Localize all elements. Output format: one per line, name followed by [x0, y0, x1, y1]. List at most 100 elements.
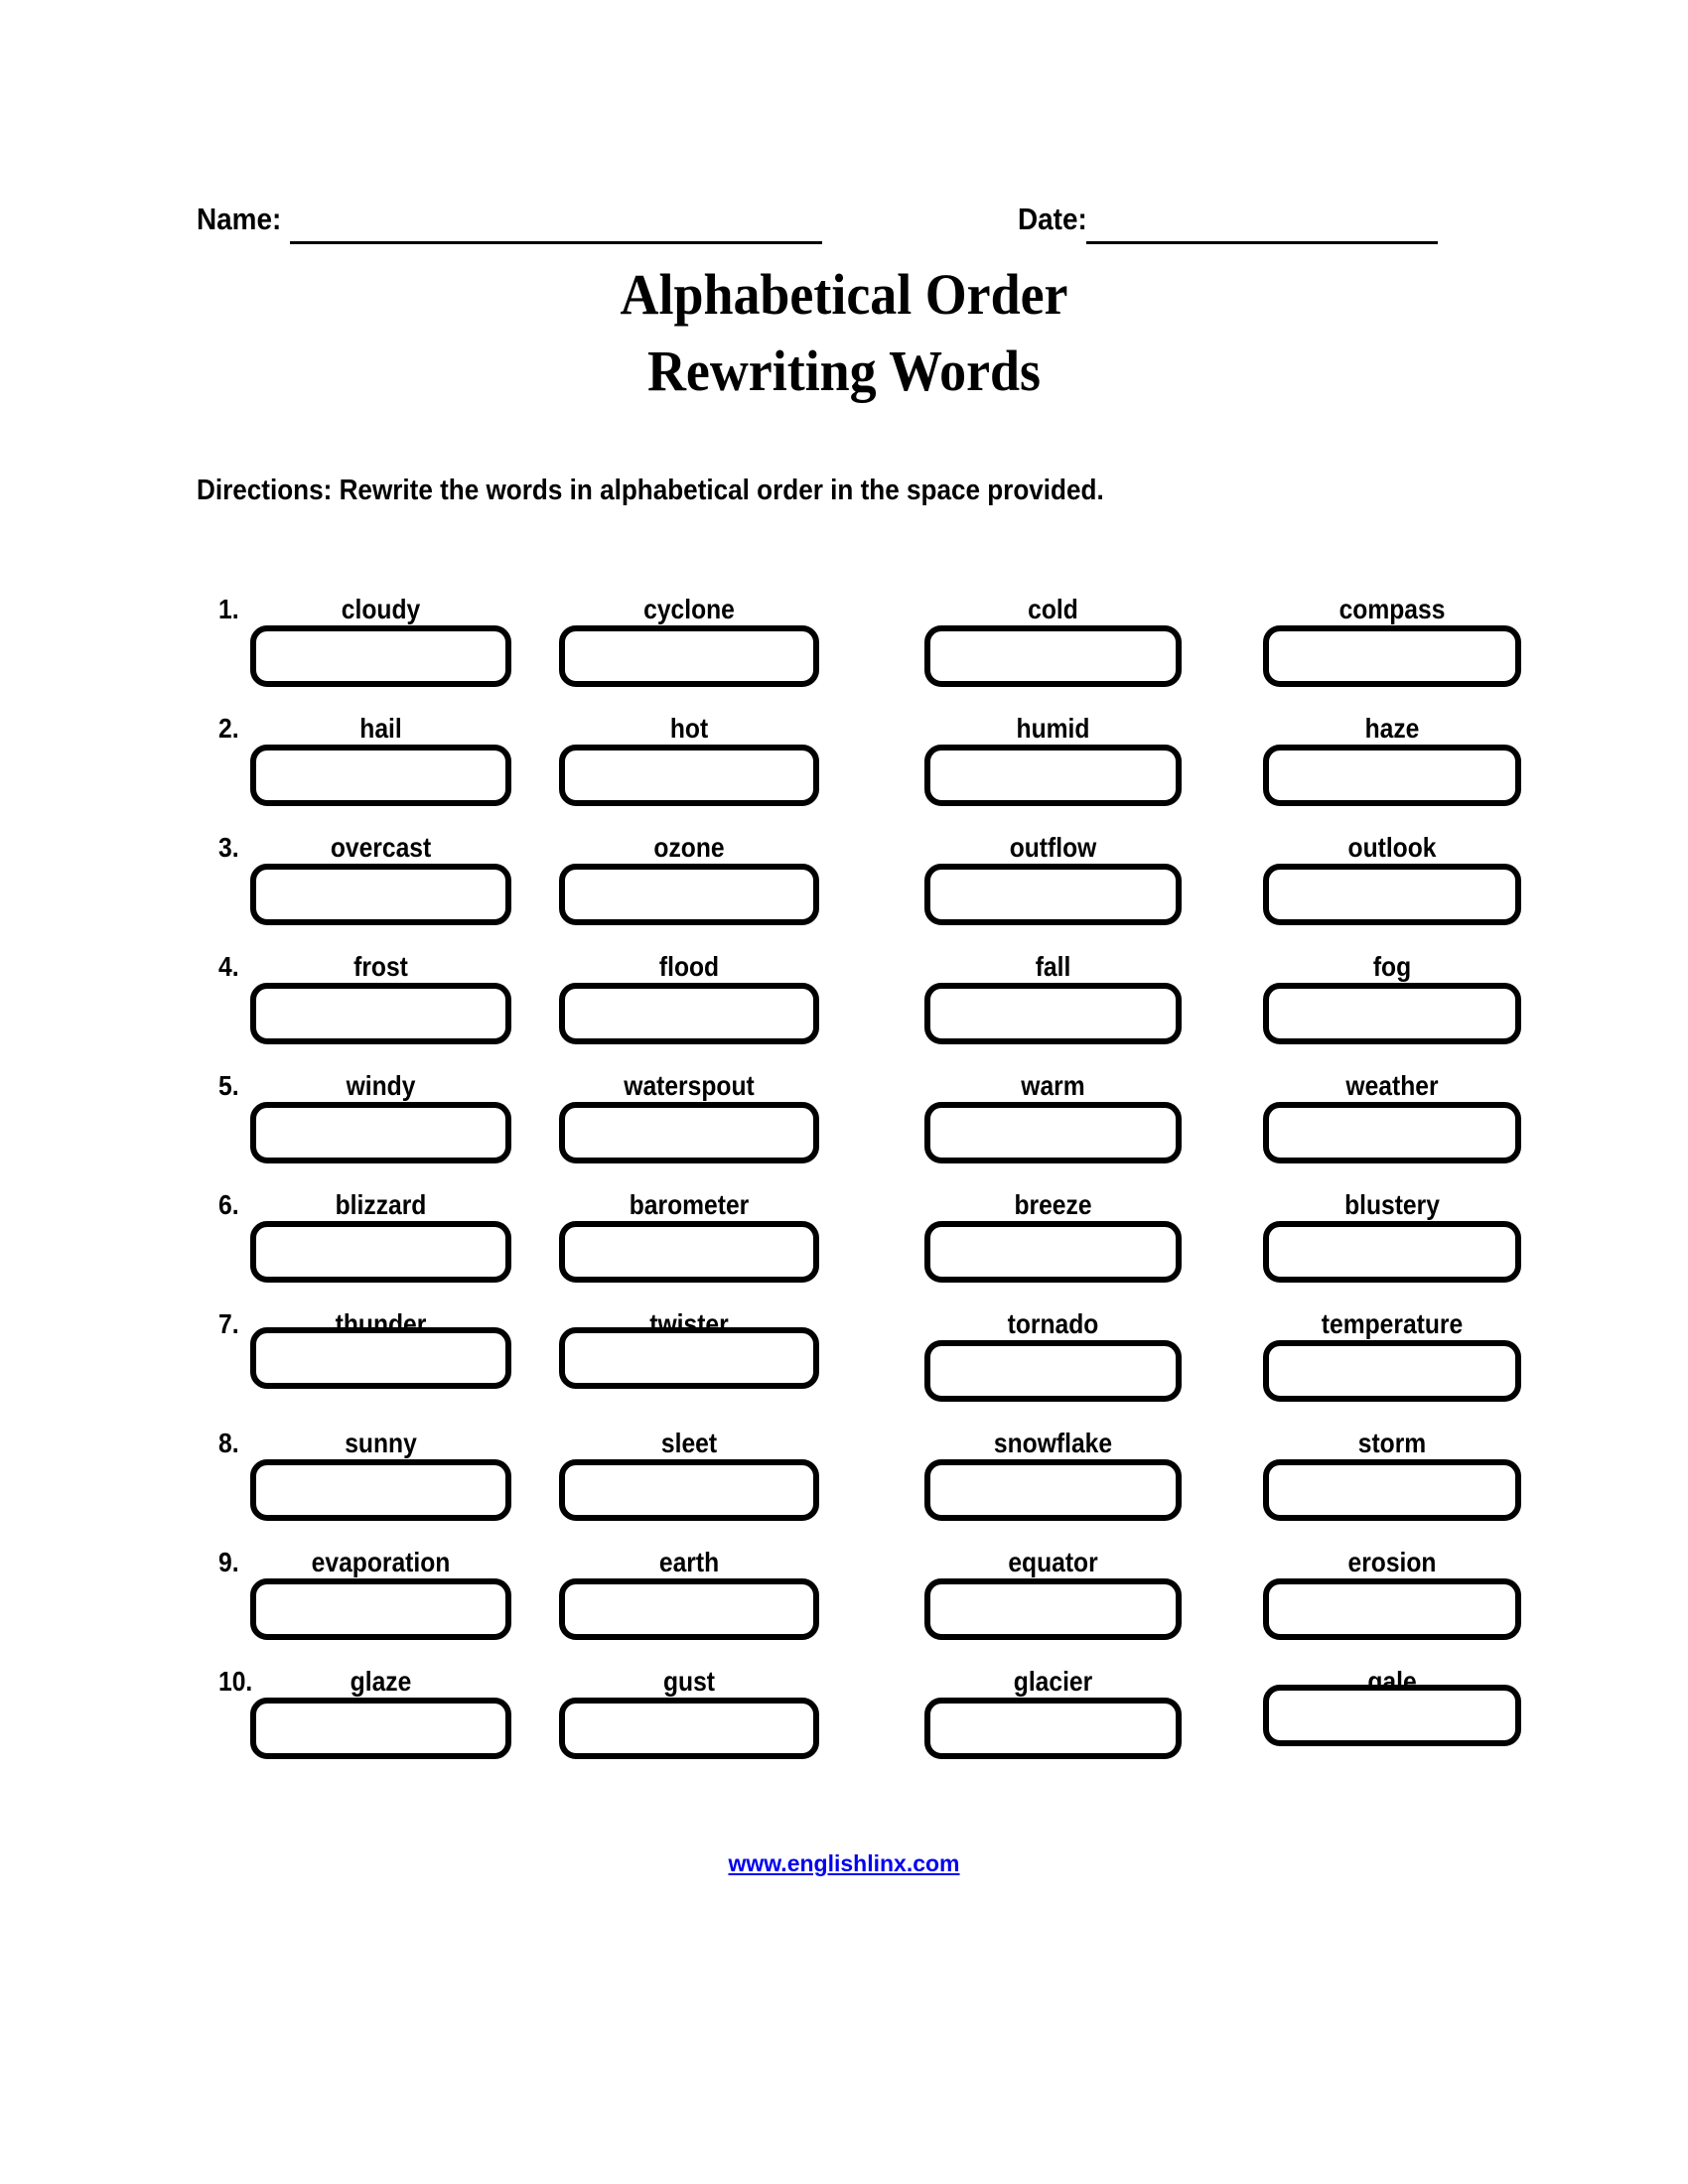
- word-cell: glacier: [924, 1666, 1182, 1785]
- word-row: 3. overcast ozone outflow outlook: [0, 832, 1688, 951]
- word-cell: ozone: [559, 832, 819, 951]
- answer-box[interactable]: [924, 1459, 1182, 1521]
- word-cell: haze: [1263, 713, 1521, 832]
- word-cell: temperature: [1263, 1308, 1521, 1428]
- word-label: glacier: [1013, 1666, 1093, 1697]
- word-label: weather: [1345, 1070, 1439, 1101]
- answer-box[interactable]: [1263, 745, 1521, 806]
- name-fill-line[interactable]: [290, 241, 822, 244]
- answer-box[interactable]: [559, 983, 819, 1044]
- answer-box[interactable]: [250, 1698, 511, 1759]
- footer: www.englishlinx.com: [0, 1850, 1688, 1877]
- word-cell: gale: [1263, 1666, 1521, 1785]
- word-label: flood: [658, 951, 720, 982]
- word-label: blizzard: [335, 1189, 427, 1220]
- word-label: ozone: [653, 832, 725, 863]
- word-label: frost: [353, 951, 408, 982]
- word-cell: snowflake: [924, 1428, 1182, 1547]
- answer-box[interactable]: [924, 745, 1182, 806]
- answer-box[interactable]: [559, 1698, 819, 1759]
- row-number: 9.: [218, 1547, 239, 1577]
- word-label: cloudy: [341, 594, 421, 624]
- word-cell: cloudy: [250, 594, 511, 713]
- answer-box[interactable]: [559, 1327, 819, 1389]
- answer-box[interactable]: [1263, 864, 1521, 925]
- answer-box[interactable]: [924, 1578, 1182, 1640]
- row-number: 6.: [218, 1189, 239, 1220]
- row-number: 4.: [218, 951, 239, 982]
- word-cell: twister: [559, 1308, 819, 1428]
- answer-box[interactable]: [924, 983, 1182, 1044]
- word-cell: hail: [250, 713, 511, 832]
- answer-box[interactable]: [250, 983, 511, 1044]
- answer-box[interactable]: [1263, 1340, 1521, 1402]
- word-cell: cold: [924, 594, 1182, 713]
- answer-box[interactable]: [924, 1340, 1182, 1402]
- row-number: 7.: [218, 1308, 239, 1339]
- word-label: outlook: [1347, 832, 1437, 863]
- word-cell: tornado: [924, 1308, 1182, 1428]
- footer-link[interactable]: www.englishlinx.com: [728, 1850, 960, 1876]
- answer-box[interactable]: [250, 1327, 511, 1389]
- answer-box[interactable]: [559, 745, 819, 806]
- date-fill-line[interactable]: [1086, 241, 1438, 244]
- word-label: outflow: [1009, 832, 1097, 863]
- answer-box[interactable]: [250, 864, 511, 925]
- word-label: compass: [1338, 594, 1446, 624]
- answer-box[interactable]: [250, 1459, 511, 1521]
- word-cell: thunder: [250, 1308, 511, 1428]
- answer-box[interactable]: [559, 1102, 819, 1163]
- answer-box[interactable]: [250, 625, 511, 687]
- answer-box[interactable]: [250, 745, 511, 806]
- word-cell: hot: [559, 713, 819, 832]
- word-label: tornado: [1007, 1308, 1099, 1339]
- word-label: cyclone: [643, 594, 735, 624]
- word-row: 1. cloudy cyclone cold compass: [0, 594, 1688, 713]
- answer-box[interactable]: [250, 1578, 511, 1640]
- answer-box[interactable]: [559, 864, 819, 925]
- word-row: 6. blizzard barometer breeze blustery: [0, 1189, 1688, 1308]
- word-label: equator: [1008, 1547, 1098, 1577]
- answer-box[interactable]: [924, 864, 1182, 925]
- word-row: 7. thunder twister tornado temperature: [0, 1308, 1688, 1428]
- answer-box[interactable]: [559, 1459, 819, 1521]
- word-cell: fog: [1263, 951, 1521, 1070]
- word-row: 9. evaporation earth equator erosion: [0, 1547, 1688, 1666]
- word-label: blustery: [1344, 1189, 1440, 1220]
- word-row: 5. windy waterspout warm weather: [0, 1070, 1688, 1189]
- word-label: humid: [1016, 713, 1090, 744]
- answer-box[interactable]: [1263, 1459, 1521, 1521]
- answer-box[interactable]: [924, 1698, 1182, 1759]
- word-label: sleet: [660, 1428, 718, 1458]
- word-cell: barometer: [559, 1189, 819, 1308]
- word-cell: gust: [559, 1666, 819, 1785]
- word-label: earth: [658, 1547, 720, 1577]
- answer-box[interactable]: [559, 625, 819, 687]
- word-label: evaporation: [311, 1547, 451, 1577]
- word-cell: blizzard: [250, 1189, 511, 1308]
- word-cell: outflow: [924, 832, 1182, 951]
- answer-box[interactable]: [559, 1221, 819, 1283]
- answer-box[interactable]: [1263, 1578, 1521, 1640]
- word-cell: sleet: [559, 1428, 819, 1547]
- word-cell: flood: [559, 951, 819, 1070]
- word-cell: weather: [1263, 1070, 1521, 1189]
- word-cell: compass: [1263, 594, 1521, 713]
- word-label: snowflake: [993, 1428, 1113, 1458]
- answer-box[interactable]: [1263, 983, 1521, 1044]
- answer-box[interactable]: [924, 625, 1182, 687]
- answer-box[interactable]: [924, 1221, 1182, 1283]
- answer-box[interactable]: [1263, 1102, 1521, 1163]
- word-label: barometer: [629, 1189, 750, 1220]
- answer-box[interactable]: [1263, 1221, 1521, 1283]
- answer-box[interactable]: [1263, 1685, 1521, 1746]
- row-number: 10.: [218, 1666, 253, 1697]
- word-label: gust: [662, 1666, 716, 1697]
- word-label: waterspout: [624, 1070, 755, 1101]
- answer-box[interactable]: [924, 1102, 1182, 1163]
- answer-box[interactable]: [250, 1221, 511, 1283]
- answer-box[interactable]: [1263, 625, 1521, 687]
- answer-box[interactable]: [250, 1102, 511, 1163]
- answer-box[interactable]: [559, 1578, 819, 1640]
- word-row: 4. frost flood fall fog: [0, 951, 1688, 1070]
